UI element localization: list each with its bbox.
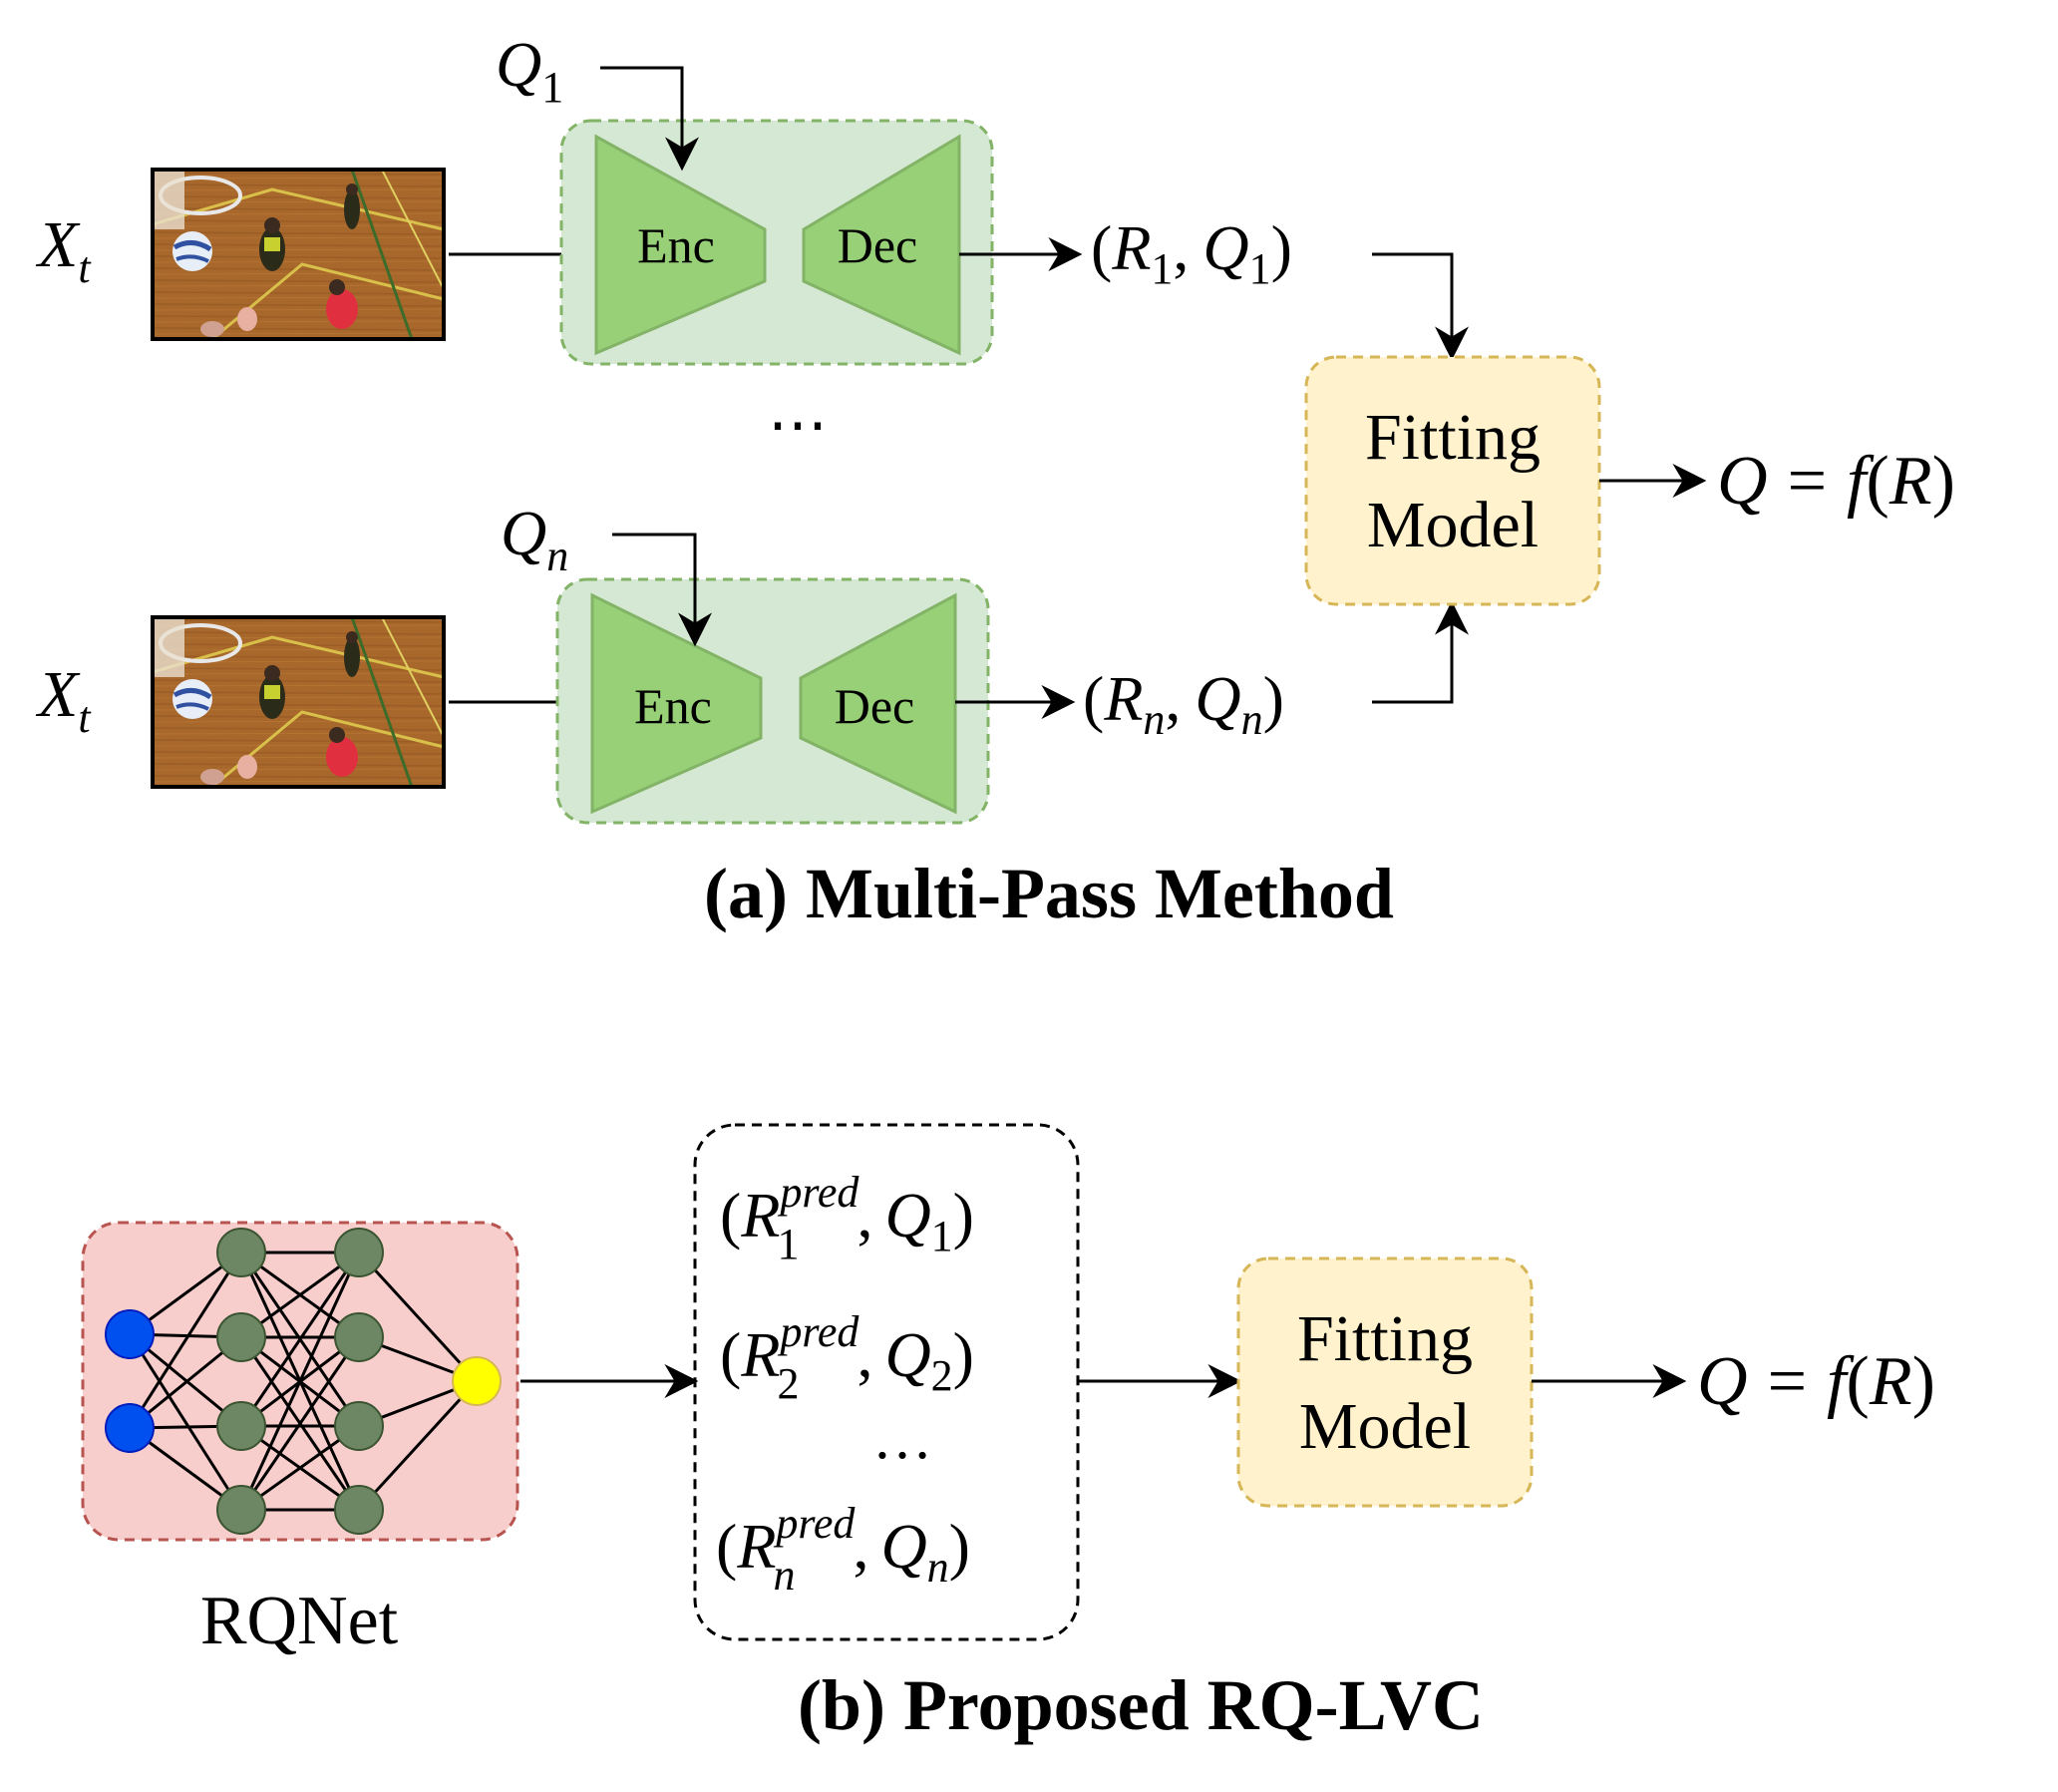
- caption-a: (a) Multi-Pass Method: [704, 854, 1394, 933]
- row2-input-label: Xt: [35, 658, 92, 742]
- row2-frame-image: [153, 617, 444, 787]
- rqnet-hidden-node: [334, 1401, 384, 1451]
- row2-output-pair: (Rn,Qn): [1083, 663, 1284, 744]
- top-fitting-line2: Model: [1367, 489, 1539, 561]
- row1-encoder-shape: [594, 134, 767, 356]
- caption-b: (b) Proposed RQ-LVC: [798, 1665, 1484, 1745]
- rqnet-edge: [128, 1252, 243, 1429]
- rqnet-edge: [357, 1379, 479, 1512]
- rqnet-hidden-node: [216, 1401, 266, 1451]
- bottom-fitting-model-box: [1236, 1256, 1534, 1508]
- row1-decoder-shape: [802, 134, 961, 356]
- row1-group: Xt Enc Dec Q1 (R1,Q1): [35, 29, 1469, 366]
- row1-q-label: Q1: [496, 29, 563, 112]
- rqnet-hidden-node: [216, 1485, 266, 1535]
- row2-dec-label: Dec: [835, 678, 915, 734]
- rqnet-hidden-node: [216, 1228, 266, 1277]
- row1-dec-label: Dec: [838, 217, 918, 273]
- rqnet-edge: [239, 1252, 361, 1427]
- pred-pairs-ellipsis: …: [872, 1405, 932, 1471]
- row2-q-label: Qn: [501, 498, 568, 580]
- row2-decoder-shape: [799, 592, 957, 815]
- rqnet-output-node: [452, 1356, 502, 1406]
- top-result-equation: Q=f(R): [1717, 443, 1955, 520]
- top-fitting-model-box: [1304, 355, 1601, 606]
- row1-enc-label: Enc: [637, 217, 715, 273]
- bottom-result-equation: Q=f(R): [1697, 1343, 1935, 1420]
- rqnet-hidden-node: [334, 1312, 384, 1362]
- rqnet-input-node: [105, 1403, 155, 1453]
- row1-q-to-enc-arrow: [600, 66, 699, 172]
- rqnet-hidden-node: [216, 1312, 266, 1362]
- row2-group: Xt Enc Dec Qn (Rn,Qn): [35, 498, 1469, 825]
- bottom-fitting-line2: Model: [1299, 1390, 1471, 1463]
- rqnet-hidden-node: [334, 1485, 384, 1535]
- row2-encoder-shape: [590, 592, 763, 815]
- rqnet-edge: [357, 1251, 479, 1383]
- rqnet-nodes: [105, 1228, 502, 1535]
- row1-output-to-fitting-arrow: [1372, 252, 1469, 361]
- rqnet-edge: [128, 1333, 243, 1511]
- row1-frame-image: [153, 170, 444, 339]
- rqnet-hidden-node: [334, 1228, 384, 1277]
- rqnet-label: RQNet: [200, 1583, 399, 1659]
- row2-output-to-fitting-arrow: [1372, 600, 1469, 704]
- row2-enc-label: Enc: [634, 678, 712, 734]
- top-fitting-line1: Fitting: [1365, 401, 1541, 474]
- bottom-fitting-line1: Fitting: [1297, 1302, 1473, 1375]
- rqnet-input-node: [105, 1309, 155, 1359]
- top-ellipsis: ⋯: [768, 392, 828, 458]
- row1-output-pair: (R1,Q1): [1091, 212, 1292, 293]
- rqnet-edge: [239, 1252, 361, 1511]
- row2-q-to-enc-arrow: [612, 533, 712, 647]
- rqnet-edge: [239, 1336, 361, 1511]
- row1-input-label: Xt: [35, 208, 92, 292]
